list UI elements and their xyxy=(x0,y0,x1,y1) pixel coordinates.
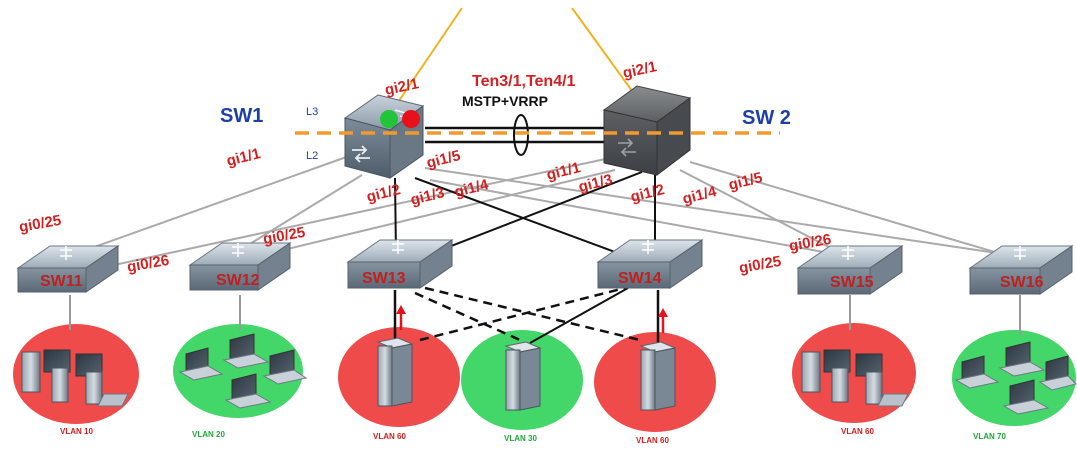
port-label: gi1/4 xyxy=(453,176,491,201)
vlan-label: VLAN 30 xyxy=(504,434,537,443)
port-label: gi2/1 xyxy=(621,58,658,82)
labels: SW1 SW 2 L3 L2 Ten3/1,Ten4/1 MSTP+VRRP g… xyxy=(18,58,1044,445)
endpoints xyxy=(21,333,1077,415)
link-sw1-sw11 xyxy=(71,154,353,256)
vlan-label: VLAN 60 xyxy=(373,432,406,441)
port-label: gi1/3 xyxy=(409,184,446,209)
standby-indicator-red xyxy=(402,110,420,128)
l2-label: L2 xyxy=(306,150,318,162)
vlan-label: VLAN 70 xyxy=(973,432,1006,441)
port-label: gi0/25 xyxy=(738,253,783,277)
port-label: gi1/5 xyxy=(425,147,462,172)
access-switches xyxy=(16,239,1074,295)
desktop-icon xyxy=(801,349,909,407)
access-switch-sw15 xyxy=(796,245,904,295)
core-switch-sw1 xyxy=(343,94,425,179)
access-switch-sw16 xyxy=(968,245,1074,295)
dashed-link-1 xyxy=(424,286,641,342)
port-label: gi0/25 xyxy=(262,224,307,248)
switch-name-sw13: SW13 xyxy=(362,270,406,287)
active-indicator-green xyxy=(380,110,398,128)
switch-name-sw12: SW12 xyxy=(216,272,260,289)
links xyxy=(69,7,1021,344)
port-label: gi1/2 xyxy=(365,181,402,206)
vlan-70-zone xyxy=(952,330,1076,426)
vlan-20-zone xyxy=(173,324,303,418)
dashed-link-3 xyxy=(419,286,626,342)
link-sw1-sw14 xyxy=(414,177,643,263)
vlan-label: VLAN 10 xyxy=(60,427,93,436)
trunk-bundle-ring xyxy=(513,114,529,156)
desktop-icon xyxy=(21,349,129,407)
access-switch-sw12 xyxy=(188,242,292,291)
vlan-label: VLAN 20 xyxy=(192,430,225,439)
protocol-label: MSTP+VRRP xyxy=(462,93,548,109)
link-sw1-sw12 xyxy=(239,174,363,251)
laptop-icon xyxy=(954,341,1077,415)
link-sw2-sw15 xyxy=(679,169,851,259)
sw2-label: SW 2 xyxy=(742,107,791,129)
access-switch-sw14 xyxy=(596,239,704,289)
link-sw1-sw16 xyxy=(424,167,1011,256)
up-arrow-head-icon xyxy=(396,305,406,314)
switch-name-sw15: SW15 xyxy=(830,274,874,291)
traffic-arrows xyxy=(396,305,668,333)
server-icon xyxy=(376,337,414,407)
port-label: gi1/1 xyxy=(225,145,262,170)
uplink-sw2 xyxy=(571,7,641,103)
switch-name-sw16: SW16 xyxy=(1000,274,1044,291)
l3-label: L3 xyxy=(306,106,318,118)
dashed-link-2 xyxy=(414,291,521,342)
link-sw2-sw11 xyxy=(99,157,611,269)
port-label: gi2/1 xyxy=(383,75,420,99)
server-icon xyxy=(639,341,677,411)
up-arrow-head-icon xyxy=(658,308,668,317)
link-sw2-sw16 xyxy=(689,161,1016,259)
switch-name-sw14: SW14 xyxy=(618,270,662,287)
link-sw14-server30 xyxy=(529,287,629,344)
switch-name-sw11: SW11 xyxy=(40,273,83,290)
trunk-ports-label: Ten3/1,Ten4/1 xyxy=(472,73,576,90)
link-sw2-sw12 xyxy=(249,169,616,259)
sw1-label: SW1 xyxy=(220,105,263,127)
access-switch-sw11 xyxy=(16,245,120,293)
port-label: gi0/25 xyxy=(18,212,63,236)
link-sw1-sw15 xyxy=(429,179,841,256)
port-label: gi1/3 xyxy=(577,171,614,196)
port-label: gi1/5 xyxy=(727,169,764,194)
vlan-zones xyxy=(13,323,1076,432)
port-label: gi0/26 xyxy=(126,252,171,276)
core-switch-sw2 xyxy=(602,85,692,177)
access-switch-sw13 xyxy=(346,239,454,289)
vlan-label: VLAN 60 xyxy=(636,436,669,445)
laptop-icon xyxy=(178,333,308,409)
server-icon xyxy=(504,341,542,411)
vlan-label: VLAN 60 xyxy=(841,427,874,436)
port-label: gi1/4 xyxy=(681,183,719,208)
